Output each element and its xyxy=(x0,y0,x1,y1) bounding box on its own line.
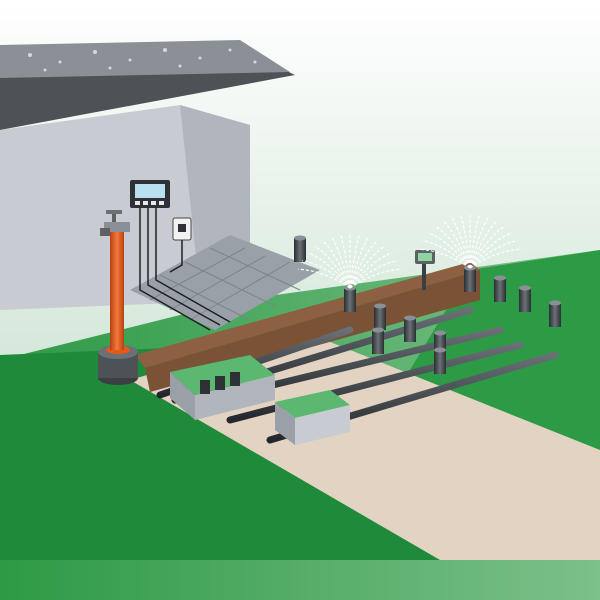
pop-up-sprinkler xyxy=(519,285,531,312)
patio-tiles xyxy=(149,247,301,321)
roof-texture xyxy=(28,48,257,72)
control-panel xyxy=(130,180,170,208)
valve-box-left xyxy=(170,355,275,420)
control-cables xyxy=(139,208,231,331)
soil-sensor xyxy=(415,250,435,290)
water-spray-fan xyxy=(298,233,402,289)
water-sprays xyxy=(298,213,522,289)
pop-up-sprinkler xyxy=(294,235,306,262)
pop-up-sprinkler xyxy=(549,300,561,327)
power-socket xyxy=(172,217,192,241)
control-panel-buttons xyxy=(135,201,164,205)
control-panel-display xyxy=(135,184,165,198)
pop-up-sprinkler xyxy=(374,303,386,330)
pop-up-sprinkler xyxy=(344,285,356,312)
water-tap xyxy=(100,210,130,236)
pop-up-sprinkler xyxy=(434,347,446,374)
soil-top xyxy=(135,262,480,368)
pop-up-sprinkler xyxy=(372,327,384,354)
sprinklers xyxy=(294,235,561,374)
house xyxy=(0,40,320,330)
roof-top xyxy=(0,40,290,78)
pop-up-sprinkler xyxy=(464,265,476,292)
valve-box-right xyxy=(275,390,350,445)
pop-up-sprinkler xyxy=(494,275,506,302)
supply-pipe xyxy=(110,225,124,350)
front-lawn xyxy=(0,345,460,560)
pop-up-sprinkler xyxy=(404,315,416,342)
well-pump xyxy=(98,345,138,385)
water-spray-fan xyxy=(418,213,522,269)
